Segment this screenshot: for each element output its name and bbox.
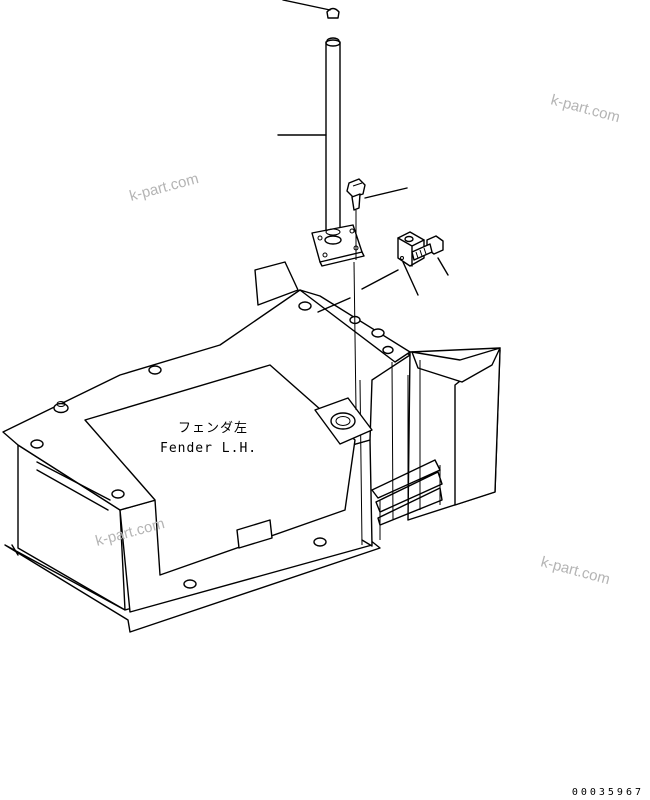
watermark: k-part.com <box>128 170 201 205</box>
standpipe-assembly <box>311 7 365 411</box>
mounting-bolt <box>346 178 366 260</box>
leader-hole <box>317 297 351 313</box>
fender-label-english: Fender L.H. <box>160 441 257 456</box>
watermark: k-part.com <box>549 91 622 126</box>
pipe-tube <box>325 41 341 233</box>
leader-bolt <box>364 187 408 199</box>
leader-clamp <box>402 261 419 296</box>
clamp-block <box>397 231 444 267</box>
drawing-number: 00035967 <box>571 787 644 798</box>
watermark: k-part.com <box>539 553 612 588</box>
fender-label-japanese: フェンダ左 <box>178 421 248 436</box>
leader-screw <box>437 257 449 276</box>
leader-cap <box>282 0 331 11</box>
leader-block <box>361 269 399 290</box>
callout-leaders <box>277 0 449 313</box>
fender-body <box>2 261 501 633</box>
